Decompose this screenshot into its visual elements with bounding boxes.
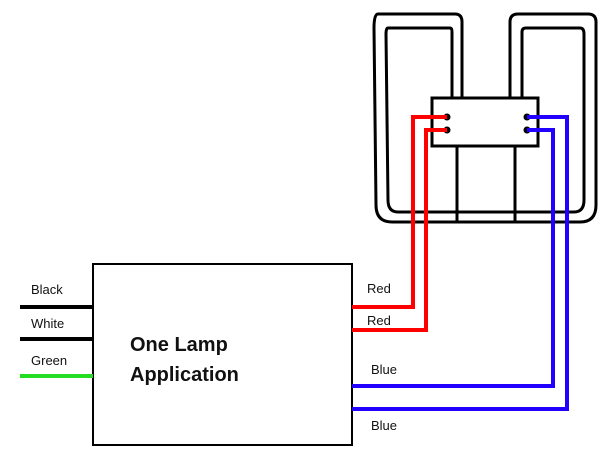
- title-line-2: Application: [130, 364, 239, 386]
- wire-red-1: [352, 115, 447, 309]
- label-green: Green: [31, 353, 68, 368]
- ballast-title: One Lamp Application: [130, 330, 239, 390]
- label-red-2: Red: [367, 313, 391, 328]
- title-line-1: One Lamp: [130, 334, 228, 356]
- label-white: White: [31, 316, 65, 331]
- wire-blue-2: [352, 115, 569, 411]
- wire-blue-1: [352, 128, 555, 388]
- wire-red-2: [352, 128, 447, 332]
- ballast-box: [92, 263, 353, 446]
- lamp-outer-outline: [372, 12, 598, 224]
- lamp-base: [430, 96, 540, 148]
- label-red-1: Red: [367, 281, 391, 296]
- lamp-inner-outline: [384, 26, 586, 214]
- label-blue-1: Blue: [371, 362, 398, 377]
- label-blue-2: Blue: [371, 418, 398, 433]
- label-black: Black: [31, 282, 63, 297]
- lamp: [372, 12, 598, 224]
